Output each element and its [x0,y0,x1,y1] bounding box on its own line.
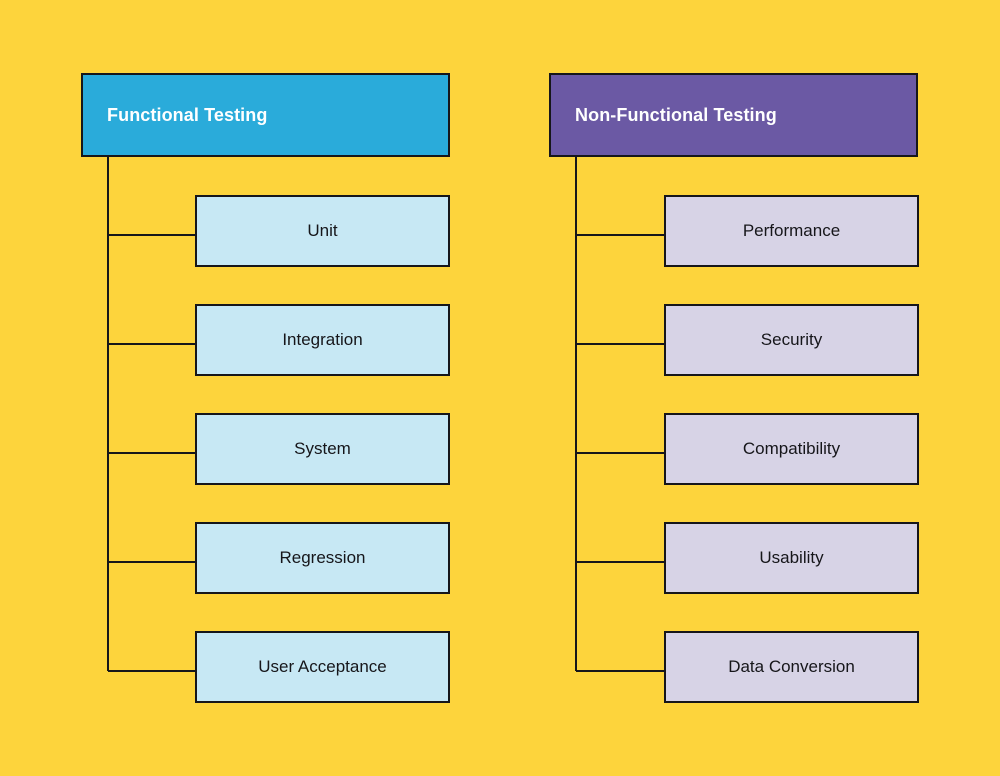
header-non-functional-testing[interactable]: Non-Functional Testing [549,73,918,157]
node-functional-unit[interactable]: Unit [195,195,450,267]
header-non-functional-testing-label: Non-Functional Testing [575,104,777,125]
node-functional-integration-label: Integration [282,330,363,349]
node-functional-integration[interactable]: Integration [195,304,450,376]
node-non-functional-data-conversion-label: Data Conversion [728,657,855,676]
node-non-functional-performance[interactable]: Performance [664,195,919,267]
node-non-functional-data-conversion[interactable]: Data Conversion [664,631,919,703]
node-functional-system[interactable]: System [195,413,450,485]
node-non-functional-security[interactable]: Security [664,304,919,376]
node-non-functional-usability[interactable]: Usability [664,522,919,594]
node-functional-user-acceptance-label: User Acceptance [258,657,387,676]
node-functional-system-label: System [294,439,351,458]
node-non-functional-security-label: Security [760,330,823,349]
node-functional-user-acceptance[interactable]: User Acceptance [195,631,450,703]
header-functional-testing[interactable]: Functional Testing [81,73,450,157]
header-functional-testing-label: Functional Testing [107,104,268,125]
node-non-functional-usability-label: Usability [759,548,824,567]
node-non-functional-performance-label: Performance [742,221,841,240]
node-functional-unit-label: Unit [307,221,338,240]
node-functional-regression-label: Regression [279,548,366,567]
node-non-functional-compatibility-label: Compatibility [742,439,841,458]
node-non-functional-compatibility[interactable]: Compatibility [664,413,919,485]
node-functional-regression[interactable]: Regression [195,522,450,594]
